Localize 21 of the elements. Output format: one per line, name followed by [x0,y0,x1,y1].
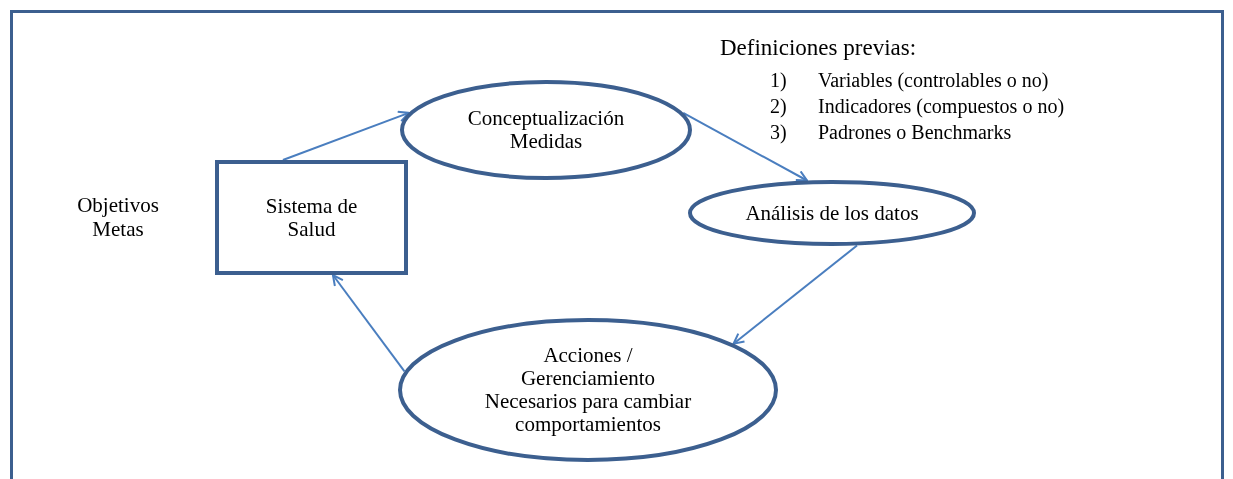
process-box [215,160,408,275]
list-item: Padrones o Benchmarks [818,120,1012,144]
arrow [732,244,858,345]
heading-text: Definiciones previas: [720,36,917,60]
side-label: Objetivos Metas [76,193,160,241]
process-ellipse [688,180,976,246]
arrow [682,111,808,182]
list-number: 1) [770,68,787,92]
list-item: Variables (controlables o no) [818,68,1049,92]
list-item: Indicadores (compuestos o no) [818,94,1065,118]
node-label: Sistema de Salud [264,194,359,241]
process-ellipse [398,318,778,462]
arrow [281,110,410,161]
node-label: Acciones / Gerenciamiento [519,344,657,390]
arrow [331,274,406,373]
process-ellipse [400,80,692,180]
node-label: Necesarios para cambiar comportamientos [483,390,693,436]
list-number: 3) [770,120,787,144]
list-number: 2) [770,94,787,118]
node-label: Conceptualización Medidas [466,107,626,153]
node-label: Análisis de los datos [745,201,919,225]
